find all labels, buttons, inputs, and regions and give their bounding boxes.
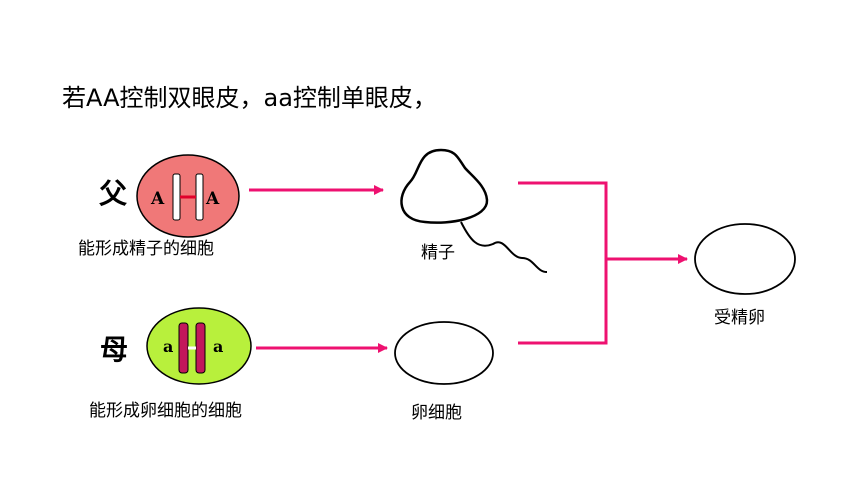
egg-cell-icon [394, 321, 494, 385]
father-cell: A A [136, 154, 240, 238]
father-label: 父 [99, 177, 128, 210]
mother-label: 母 [100, 333, 129, 366]
egg-label: 卵细胞 [411, 403, 462, 423]
zygote-label: 受精卵 [714, 308, 765, 328]
zygote-icon [694, 223, 796, 295]
mother-chromosome-left [178, 322, 189, 374]
fertilization-connector [518, 181, 688, 345]
page-title: 若AA控制双眼皮，aa控制单眼皮， [62, 84, 437, 112]
father-chromosome-left [172, 173, 181, 221]
father-chromosome-right [195, 173, 204, 221]
mother-allele-left: a [163, 337, 173, 356]
mother-chromosome-right [195, 322, 206, 374]
mother-allele-right: a [213, 337, 223, 356]
sperm-icon [400, 148, 548, 273]
father-allele-left: A [150, 189, 165, 209]
father-cell-caption: 能形成精子的细胞 [78, 239, 214, 259]
mother-cell: a a [146, 307, 252, 385]
father-allele-right: A [205, 189, 220, 209]
mother-cell-caption: 能形成卵细胞的细胞 [89, 401, 242, 421]
sperm-label: 精子 [421, 243, 455, 263]
